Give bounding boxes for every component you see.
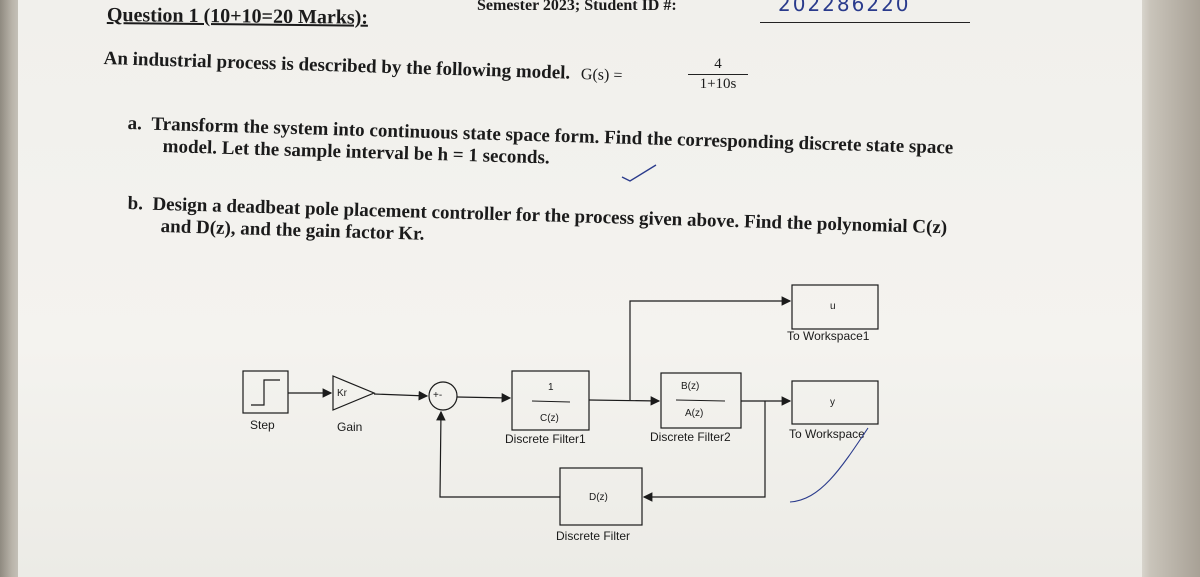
to-workspace-block [791,380,879,425]
student-id-underline [760,22,970,23]
filter2-denominator: A(z) [685,408,703,419]
workspace1-label: To Workspace1 [787,329,870,343]
filter2-label: Discrete Filter2 [650,430,731,444]
filter3-text: D(z) [589,492,608,503]
filter3-label: Discrete Filter [556,529,630,543]
semester-header: Semester 2023; Student ID #: [477,0,677,14]
sum-junction [428,381,458,411]
filter1-label: Discrete Filter1 [505,432,586,446]
workspace-label: To Workspace [789,427,865,441]
model-numerator: 4 [714,56,722,72]
check-mark-icon [621,164,657,182]
filter2-numerator: B(z) [681,381,699,392]
step-label: Step [250,418,275,432]
pen-stroke [789,427,869,503]
fraction-bar [688,74,748,75]
filter1-bar [531,400,571,403]
model-denominator: 1+10s [699,76,737,92]
signal-lines [288,296,792,502]
student-id-handwritten: 202286220 [778,0,911,16]
step-block [242,370,289,414]
sum-signs: +- [433,390,442,401]
filter2-bar [675,399,726,402]
gain-symbol: Kr [337,388,348,399]
workspace1-var: u [830,301,836,312]
gain-label: Gain [337,420,362,434]
exam-paper [18,0,1142,577]
gain-block [332,375,376,411]
filter1-numerator: 1 [548,382,554,393]
model-fraction: 4 1+10s [688,56,748,93]
workspace-var: y [830,397,835,408]
to-workspace1-block [791,284,879,330]
filter1-denominator: C(z) [540,413,559,424]
